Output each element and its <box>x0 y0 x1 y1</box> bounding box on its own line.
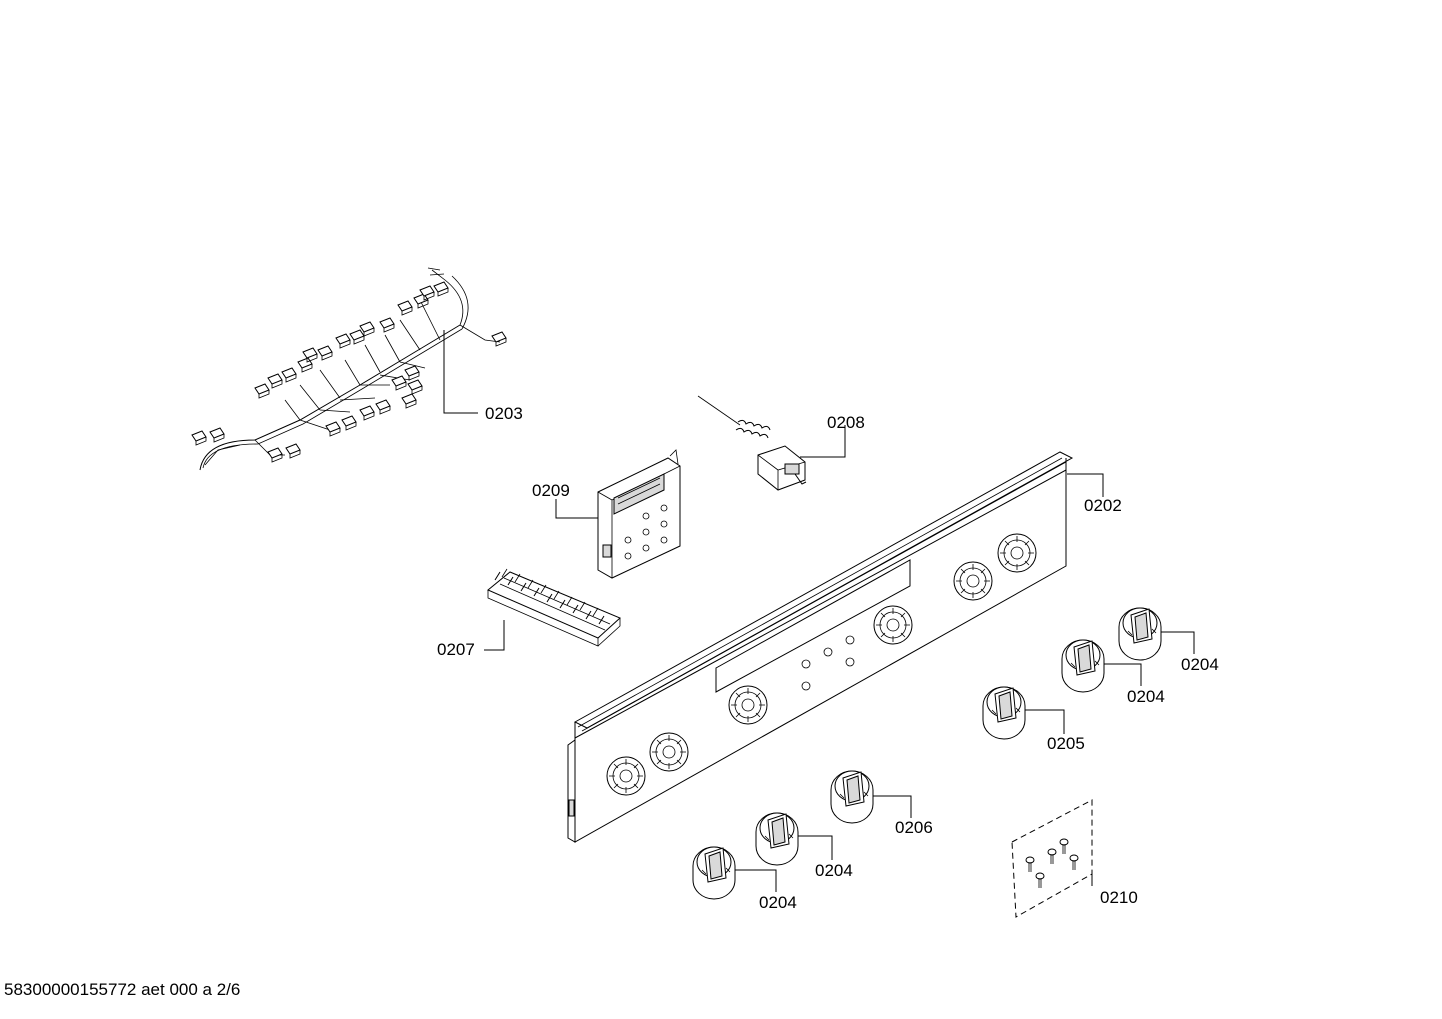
knob-0204-lower-mid <box>755 812 799 866</box>
callout-0209: 0209 <box>532 481 570 500</box>
leader-0206 <box>873 795 912 818</box>
thermostat-0208 <box>697 395 807 491</box>
leader-0204-lower-mid <box>798 835 833 860</box>
leader-0209 <box>555 499 598 519</box>
callout-0204-upper-right: 0204 <box>1181 655 1219 674</box>
leader-0205 <box>1025 709 1065 734</box>
callout-0205: 0205 <box>1047 734 1085 753</box>
knob-0204-lower-left <box>692 846 736 900</box>
leader-0203 <box>443 330 478 414</box>
terminal-block-0207 <box>487 568 621 647</box>
knob-0205 <box>982 686 1026 740</box>
leader-0204-lower-left <box>735 869 777 892</box>
callout-0202: 0202 <box>1084 496 1122 515</box>
callout-0204-lower-mid: 0204 <box>815 861 853 880</box>
callout-0204-lower-left: 0204 <box>759 893 797 912</box>
callout-0203: 0203 <box>485 404 523 423</box>
callout-0210: 0210 <box>1100 888 1138 907</box>
electronic-module-0209 <box>597 449 681 579</box>
control-panel-0202 <box>567 451 1074 843</box>
knob-0204-upper-mid <box>1061 639 1105 693</box>
knob-0206 <box>830 770 874 824</box>
callout-0206: 0206 <box>895 818 933 837</box>
leader-0204-upper-mid <box>1104 663 1142 686</box>
knob-0204-upper-right <box>1118 607 1162 661</box>
leader-0202 <box>1067 473 1104 497</box>
callout-0204-upper-mid: 0204 <box>1127 687 1165 706</box>
leader-0204-upper-right <box>1161 631 1195 654</box>
leader-0207 <box>484 620 505 651</box>
callout-0207: 0207 <box>437 640 475 659</box>
callout-0208: 0208 <box>827 413 865 432</box>
document-id: 58300000155772 aet 000 a 2/6 <box>4 980 241 999</box>
screw-set-0210 <box>1011 799 1093 918</box>
leader-0208 <box>800 425 846 458</box>
wiring-harness-0203 <box>191 267 507 471</box>
